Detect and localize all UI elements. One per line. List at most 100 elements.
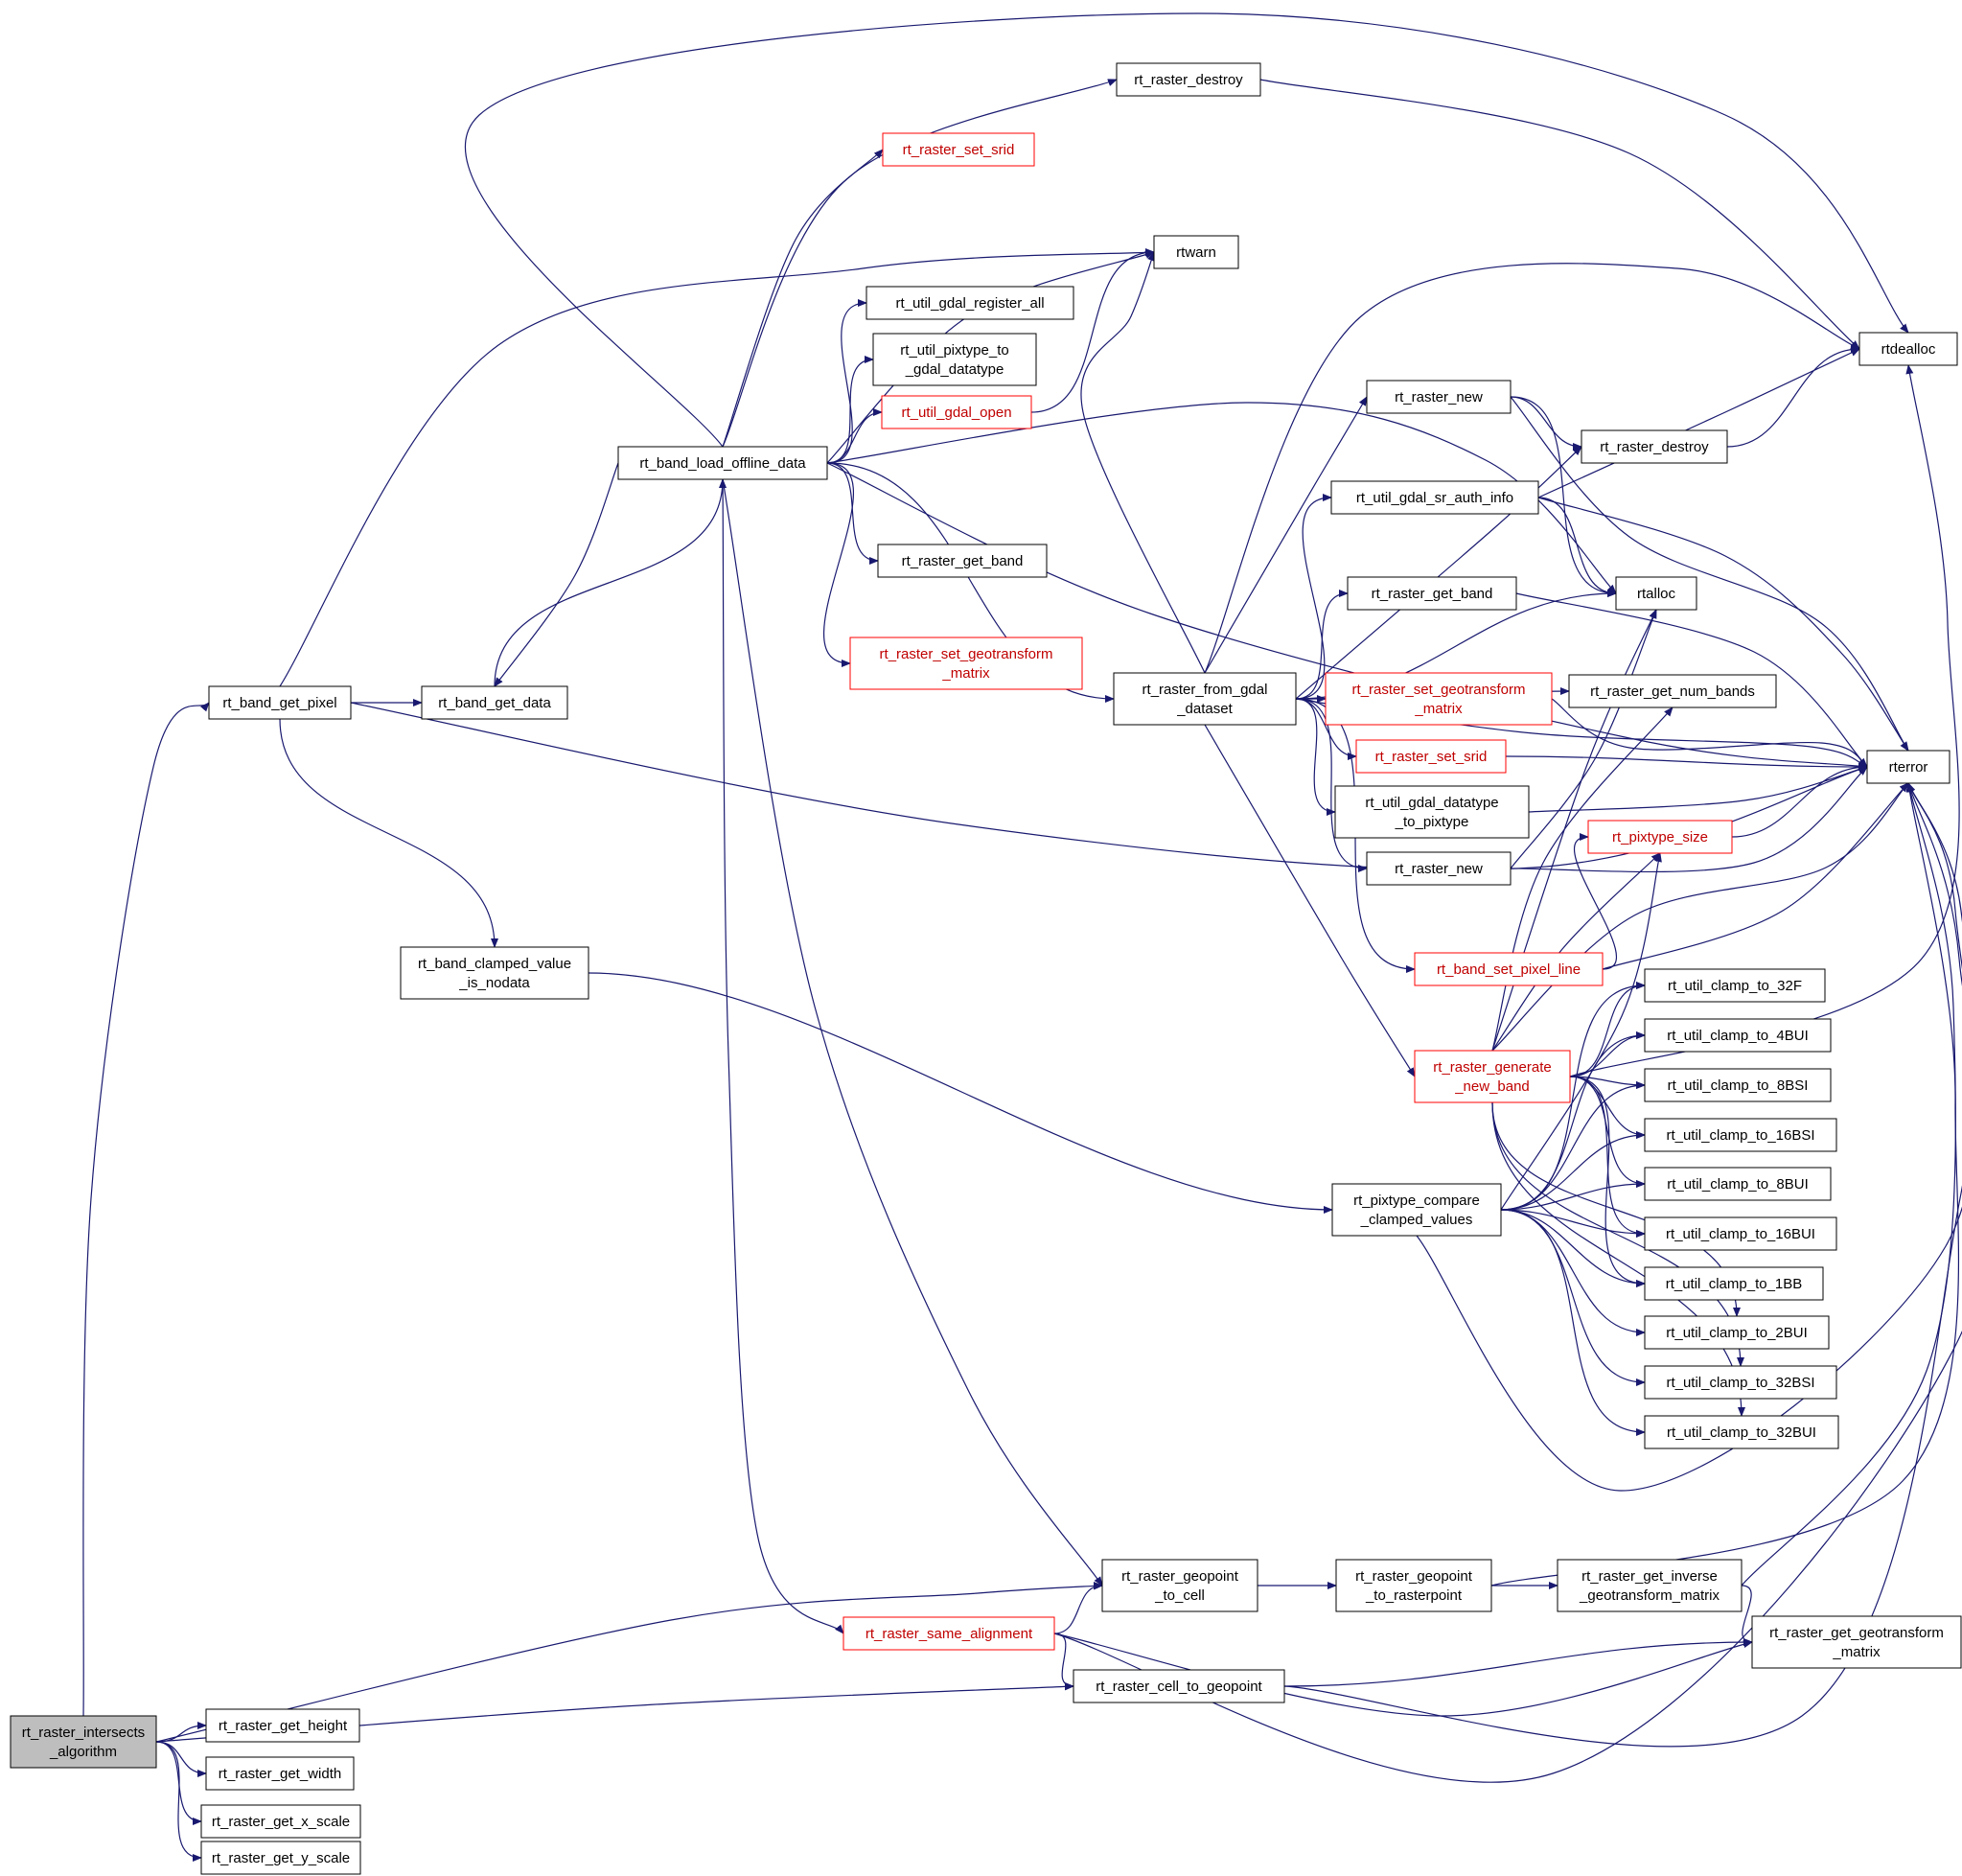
edge-from_gdal-rtdealloc (1204, 263, 1860, 674)
node-box-get_band_left (877, 544, 1048, 578)
node-from_gdal[interactable]: rt_raster_from_gdal_dataset (1113, 672, 1297, 726)
node-rtdealloc[interactable]: rtdealloc (1858, 332, 1958, 366)
node-label-set_srid_right: rt_raster_set_srid (1375, 749, 1488, 765)
node-get_x_scale[interactable]: rt_raster_get_x_scale (200, 1804, 361, 1839)
node-load_offline[interactable]: rt_band_load_offline_data (617, 446, 828, 480)
node-label-geopoint_to_rasterpoint: rt_raster_geopoint_to_rasterpoint (1355, 1568, 1473, 1604)
node-get_geotrans[interactable]: rt_raster_get_geotransform_matrix (1751, 1615, 1962, 1669)
node-label-rtalloc: rtalloc (1637, 586, 1676, 602)
node-band_get_pixel[interactable]: rt_band_get_pixel (208, 685, 352, 720)
node-set_geotrans_right[interactable]: rt_raster_set_geotransform_matrix (1325, 672, 1553, 726)
node-get_band_left[interactable]: rt_raster_get_band (877, 544, 1048, 578)
node-c8BSI[interactable]: rt_util_clamp_to_8BSI (1644, 1068, 1832, 1102)
node-box-raster_new2 (1366, 851, 1512, 886)
node-pixtype_compare[interactable]: rt_pixtype_compare_clamped_values (1331, 1183, 1502, 1237)
node-gdal_register[interactable]: rt_util_gdal_register_all (866, 286, 1074, 320)
node-box-get_x_scale (200, 1804, 361, 1839)
node-intersects[interactable]: rt_raster_intersects_algorithm (10, 1715, 157, 1769)
node-box-set_geotrans_left (849, 637, 1083, 690)
edge-intersects-get_y_scale (155, 1741, 202, 1862)
node-c8BUI[interactable]: rt_util_clamp_to_8BUI (1644, 1167, 1832, 1201)
node-label-from_gdal: rt_raster_from_gdal_dataset (1143, 682, 1268, 717)
node-rterror[interactable]: rterror (1866, 750, 1950, 784)
edge-raster_new_top-rterror (1510, 396, 1909, 752)
edge-raster_new2-rtalloc (1510, 609, 1657, 869)
node-label-set_srid_top: rt_raster_set_srid (903, 142, 1015, 158)
node-c32F[interactable]: rt_util_clamp_to_32F (1644, 968, 1826, 1003)
node-band_clamped[interactable]: rt_band_clamped_value_is_nodata (400, 946, 589, 1000)
edge-band_clamped-pixtype_compare (588, 972, 1333, 1214)
node-set_geotrans_left[interactable]: rt_raster_set_geotransform_matrix (849, 637, 1083, 690)
node-destroy_top[interactable]: rt_raster_destroy (1116, 62, 1261, 97)
node-box-raster_new_top (1366, 380, 1512, 414)
node-sr_auth[interactable]: rt_util_gdal_sr_auth_info (1330, 480, 1539, 515)
edge-from_gdal-sr_auth (1295, 494, 1332, 700)
edge-pixtype_compare-c8BSI (1500, 1081, 1646, 1211)
node-label-c4BUI: rt_util_clamp_to_4BUI (1667, 1028, 1809, 1044)
node-pixtype_size[interactable]: rt_pixtype_size (1587, 820, 1733, 854)
node-label-raster_new2: rt_raster_new (1395, 861, 1483, 877)
node-label-sr_auth: rt_util_gdal_sr_auth_info (1356, 490, 1513, 506)
node-raster_new2[interactable]: rt_raster_new (1366, 851, 1512, 886)
node-c32BSI[interactable]: rt_util_clamp_to_32BSI (1644, 1365, 1837, 1400)
edge-cell_to_geopoint-get_geotrans (1283, 1638, 1753, 1687)
node-pixtype_to_gdal[interactable]: rt_util_pixtype_to_gdal_datatype (872, 333, 1037, 386)
node-c4BUI[interactable]: rt_util_clamp_to_4BUI (1644, 1018, 1832, 1053)
node-box-pixtype_to_gdal (872, 333, 1037, 386)
edge-generate_band-c32BSI (1491, 1101, 1744, 1367)
node-label-c2BUI: rt_util_clamp_to_2BUI (1666, 1325, 1808, 1341)
node-box-intersects (10, 1715, 157, 1769)
node-c1BB[interactable]: rt_util_clamp_to_1BB (1644, 1266, 1824, 1301)
node-label-geopoint_to_cell: rt_raster_geopoint_to_cell (1121, 1568, 1239, 1604)
node-band_get_data[interactable]: rt_band_get_data (421, 685, 568, 720)
node-box-cell_to_geopoint (1073, 1669, 1285, 1703)
node-get_y_scale[interactable]: rt_raster_get_y_scale (200, 1841, 361, 1875)
edge-pixtype_compare-pixtype_size (1500, 852, 1662, 1211)
node-destroy_right[interactable]: rt_raster_destroy (1581, 429, 1728, 464)
edge-pixtype_compare-rterror (1416, 782, 1962, 1492)
edge-generate_band-get_num_bands (1491, 706, 1673, 1052)
node-label-c32BSI: rt_util_clamp_to_32BSI (1666, 1375, 1814, 1391)
node-get_height[interactable]: rt_raster_get_height (205, 1708, 360, 1743)
node-box-from_gdal (1113, 672, 1297, 726)
node-set_srid_top[interactable]: rt_raster_set_srid (882, 132, 1035, 167)
node-label-get_y_scale: rt_raster_get_y_scale (212, 1850, 350, 1866)
edge-sr_auth-rterror (1537, 497, 1909, 752)
node-box-get_geotrans (1751, 1615, 1962, 1669)
edge-from_gdal-raster_new2 (1295, 698, 1368, 872)
node-raster_new_top[interactable]: rt_raster_new (1366, 380, 1512, 414)
edge-raster_new_top-rtalloc (1510, 396, 1617, 597)
node-c16BUI[interactable]: rt_util_clamp_to_16BUI (1644, 1216, 1837, 1251)
node-label-c8BSI: rt_util_clamp_to_8BSI (1668, 1077, 1809, 1094)
node-cell_to_geopoint[interactable]: rt_raster_cell_to_geopoint (1073, 1669, 1285, 1703)
node-c16BSI[interactable]: rt_util_clamp_to_16BSI (1644, 1118, 1837, 1152)
node-c32BUI[interactable]: rt_util_clamp_to_32BUI (1644, 1415, 1839, 1449)
edge-generate_band-rtalloc (1491, 609, 1657, 1052)
node-label-get_num_bands: rt_raster_get_num_bands (1590, 683, 1755, 700)
node-c2BUI[interactable]: rt_util_clamp_to_2BUI (1644, 1315, 1830, 1350)
edge-load_offline-rtdealloc (464, 12, 1909, 448)
node-box-sr_auth (1330, 480, 1539, 515)
node-rtwarn[interactable]: rtwarn (1153, 235, 1239, 269)
node-geopoint_to_cell[interactable]: rt_raster_geopoint_to_cell (1101, 1559, 1258, 1612)
edge-same_alignment-rterror (1053, 782, 1962, 1783)
edge-set_pixel_line-pixtype_size (1574, 833, 1617, 970)
node-set_srid_right[interactable]: rt_raster_set_srid (1355, 739, 1507, 774)
edge-pixtype_compare-c8BUI (1500, 1180, 1646, 1211)
node-same_alignment[interactable]: rt_raster_same_alignment (843, 1616, 1055, 1651)
node-gdal_dt_to_pixtype[interactable]: rt_util_gdal_datatype_to_pixtype (1334, 785, 1530, 839)
node-geopoint_to_rasterpoint[interactable]: rt_raster_geopoint_to_rasterpoint (1335, 1559, 1492, 1612)
node-label-gdal_dt_to_pixtype: rt_util_gdal_datatype_to_pixtype (1365, 795, 1498, 830)
node-generate_band[interactable]: rt_raster_generate_new_band (1414, 1050, 1571, 1103)
node-rtalloc[interactable]: rtalloc (1615, 576, 1697, 611)
node-get_width[interactable]: rt_raster_get_width (205, 1756, 355, 1791)
node-label-c1BB: rt_util_clamp_to_1BB (1666, 1276, 1803, 1292)
node-set_pixel_line[interactable]: rt_band_set_pixel_line (1414, 952, 1604, 986)
node-label-get_x_scale: rt_raster_get_x_scale (212, 1814, 350, 1830)
edge-gdal_dt_to_pixtype-rterror (1528, 765, 1868, 813)
node-gdal_open[interactable]: rt_util_gdal_open (881, 395, 1032, 429)
node-get_num_bands[interactable]: rt_raster_get_num_bands (1568, 674, 1777, 708)
node-get_band_right[interactable]: rt_raster_get_band (1347, 576, 1517, 611)
node-inverse_geotrans[interactable]: rt_raster_get_inverse_geotransform_matri… (1557, 1559, 1743, 1612)
